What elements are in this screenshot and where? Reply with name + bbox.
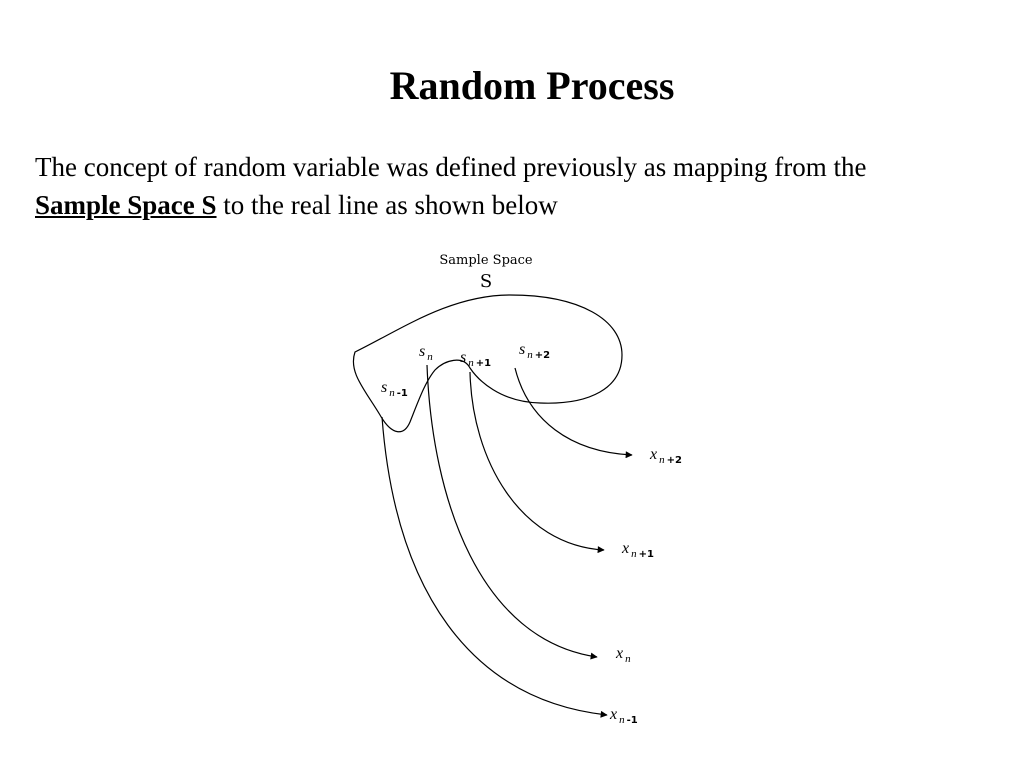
mapping-arrow-n-plus-2	[514, 367, 633, 459]
mapping-arrow-n-plus-1	[469, 371, 605, 554]
sample-space-letter: S	[480, 271, 492, 292]
sample-space-term: Sample Space S	[35, 190, 217, 220]
mapping-arrow-n-minus-1	[381, 416, 608, 718]
sample-space-boundary	[352, 294, 623, 433]
intro-line-1: The concept of random variable was defin…	[35, 152, 867, 182]
intro-line-2-rest: to the real line as shown below	[216, 190, 558, 220]
slide-title: Random Process	[389, 63, 675, 108]
sample-space-label: Sample Space	[439, 253, 533, 268]
intro-text: The concept of random variable was defin…	[35, 148, 1015, 224]
mapping-arrow-n	[426, 364, 598, 660]
